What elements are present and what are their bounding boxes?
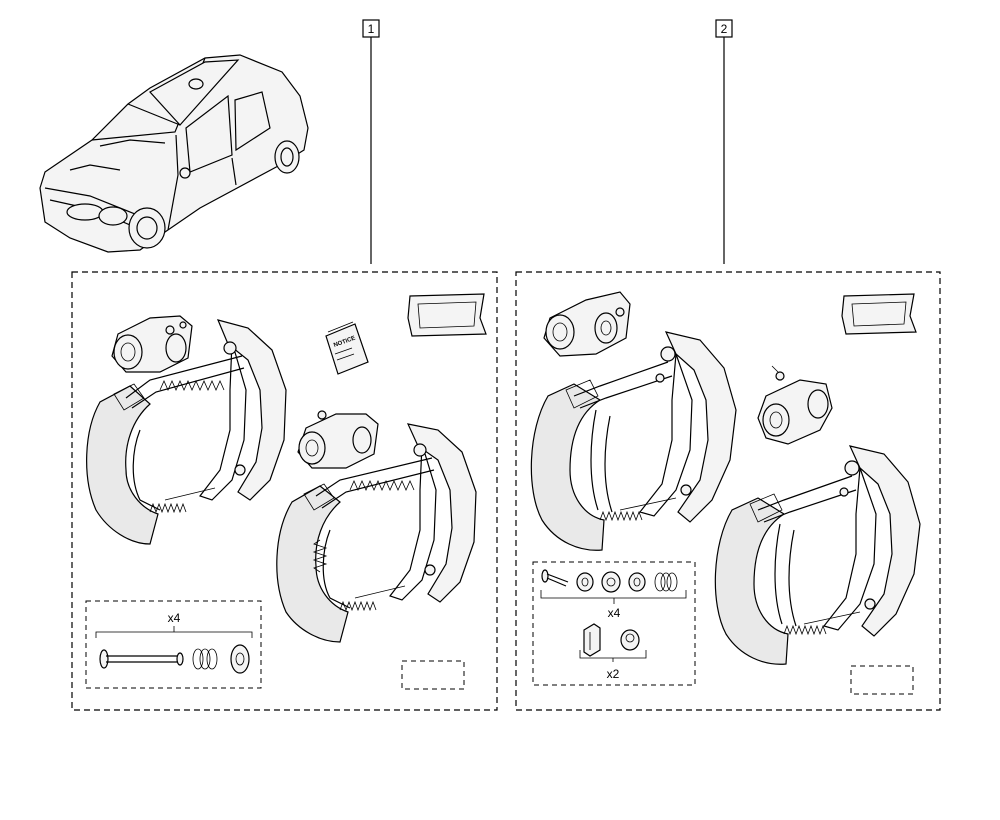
reference-box-1	[401, 660, 465, 690]
hold-down-pin-1	[99, 649, 184, 669]
washer-2	[576, 572, 594, 592]
spring-lower-1b	[339, 585, 406, 612]
wheel-cylinder-1b	[297, 410, 379, 469]
grease-sachet-2	[841, 293, 917, 335]
callout-1: 1	[362, 19, 380, 264]
reference-box-2	[850, 665, 914, 695]
wheel-cylinder-2a	[543, 291, 631, 357]
spring-cup-2b	[628, 572, 646, 592]
wheel-cylinder-2b	[757, 365, 833, 445]
kit-2-panel: x4	[515, 271, 941, 711]
spring-lower-1a	[149, 487, 216, 514]
hardware-kit-1: x4	[85, 600, 262, 689]
brake-shoe-assembly-2a	[530, 331, 737, 551]
callout-1-number: 1	[368, 22, 375, 36]
spring-upper-1a	[159, 380, 225, 391]
wheel-cylinder-1a	[111, 315, 193, 373]
brake-shoe-assembly-1b	[276, 423, 477, 643]
hardware-kit-2: x4	[532, 561, 696, 686]
hold-down-spring-1	[192, 648, 218, 670]
spring-cup-1	[230, 644, 250, 674]
kit-1-panel: NOTICE	[71, 271, 498, 711]
brake-shoe-assembly-1a	[86, 319, 287, 545]
adjuster-clip-2	[583, 623, 601, 657]
hardware-qty-label-2b: x2	[607, 667, 620, 681]
callout-2-number: 2	[721, 22, 728, 36]
hold-down-spring-2	[654, 572, 678, 592]
spring-lower-2b	[783, 611, 861, 636]
notice-booklet: NOTICE	[325, 321, 369, 375]
brake-shoe-assembly-2b	[714, 445, 921, 665]
hold-down-pin-2	[541, 569, 569, 587]
car-illustration	[39, 54, 309, 253]
spring-cup-2a	[601, 571, 621, 593]
spring-lower-2a	[599, 497, 677, 522]
hardware-qty-label-2a: x4	[608, 606, 621, 620]
grease-sachet-1	[407, 293, 487, 337]
spring-upper-1b	[349, 480, 415, 491]
adjuster-nut-2	[620, 629, 640, 651]
hardware-qty-label-1: x4	[168, 611, 181, 625]
callout-2: 2	[715, 19, 733, 264]
coil-spring-1b	[312, 539, 328, 573]
